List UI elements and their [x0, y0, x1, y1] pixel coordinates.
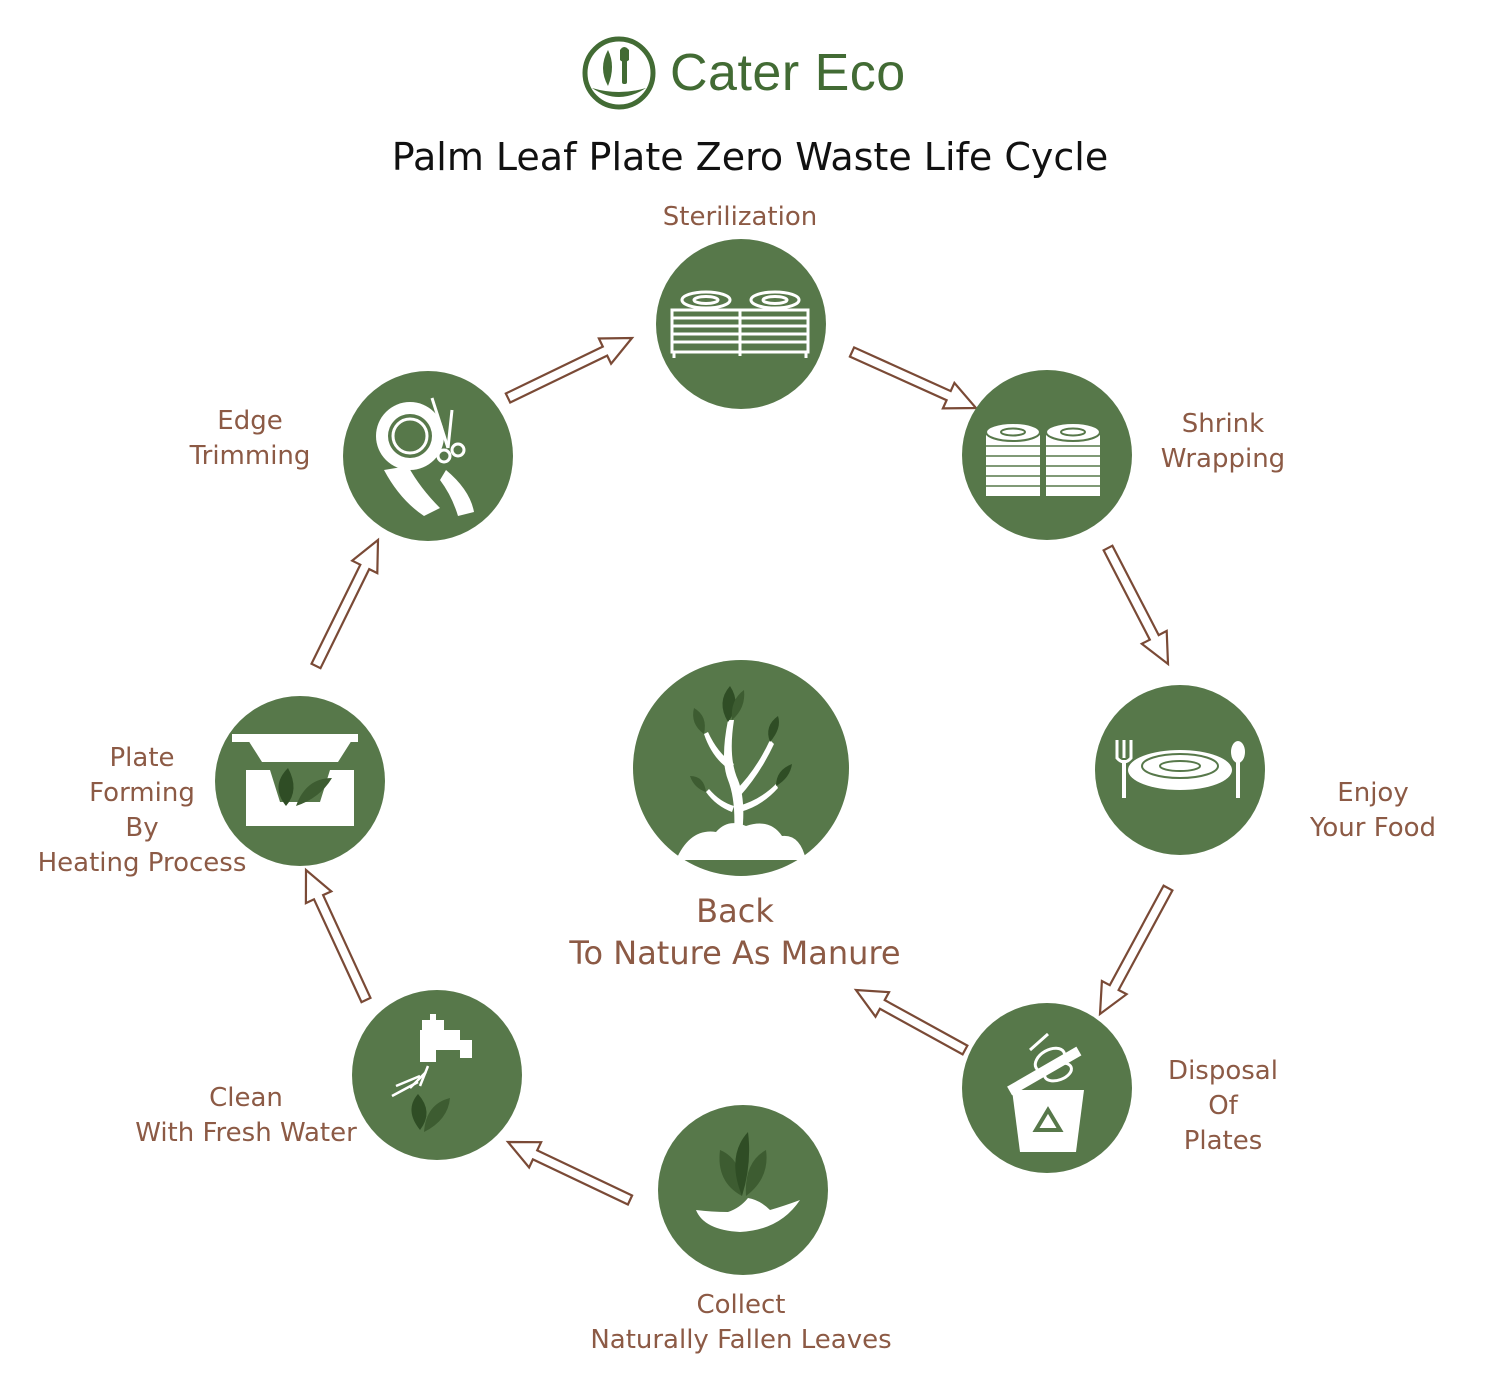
step-label-edge-trimming: Edge Trimming	[189, 406, 311, 471]
center-node-back-to-nature	[633, 660, 849, 876]
step-node-clean-with-water	[352, 990, 522, 1160]
arrow-collect-to-clean	[505, 1140, 634, 1206]
step-label-collect-leaves: Collect Naturally Fallen Leaves	[590, 1290, 892, 1355]
water-tap-icon	[391, 1014, 472, 1132]
arrow-clean-to-plate-forming	[304, 867, 372, 1004]
arrow-enjoy-food-to-disposal	[1098, 884, 1174, 1017]
arrow-disposal-to-center	[853, 988, 969, 1056]
step-node-enjoy-your-food	[1095, 685, 1265, 855]
arrow-edge-trimming-to-sterilization	[504, 336, 635, 404]
shrink-wrapped-stacks-icon	[985, 422, 1101, 496]
step-label-enjoy-your-food: Enjoy Your Food	[1309, 778, 1437, 843]
brand-header: Cater Eco	[582, 36, 906, 110]
step-label-clean-with-water: Clean With Fresh Water	[135, 1083, 357, 1148]
sapling-in-soil-icon	[676, 686, 806, 860]
hand-holding-leaf-icon	[696, 1132, 800, 1232]
step-node-shrink-wrapping	[962, 370, 1132, 540]
step-node-plate-forming	[215, 696, 385, 866]
step-label-plate-forming: Plate Forming By Heating Process	[37, 743, 247, 878]
step-node-collect-leaves	[658, 1105, 828, 1275]
step-label-shrink-wrapping: Shrink Wrapping	[1160, 409, 1286, 474]
arrow-sterilization-to-shrink-wrapping	[848, 345, 979, 410]
step-label-sterilization: Sterilization	[662, 202, 818, 232]
recycle-bin-icon	[1007, 1032, 1084, 1152]
arrow-plate-forming-to-edge-trimming	[310, 537, 380, 670]
center-label-back-to-nature: Back To Nature As Manure	[569, 892, 901, 972]
page-title: Palm Leaf Plate Zero Waste Life Cycle	[391, 135, 1109, 180]
step-node-edge-trimming	[343, 371, 513, 541]
brand-name: Cater Eco	[670, 44, 906, 102]
arrow-shrink-wrapping-to-enjoy-food	[1102, 544, 1170, 667]
scissors-trimming-icon	[376, 397, 474, 516]
heat-press-mold-icon	[232, 734, 358, 826]
cater-eco-logo-icon	[582, 36, 656, 110]
step-node-sterilization	[656, 239, 826, 409]
plate-fork-spoon-icon	[1115, 740, 1245, 798]
step-node-disposal-of-plates	[962, 1003, 1132, 1173]
step-label-disposal-of-plates: Disposal Of Plates	[1168, 1056, 1278, 1156]
cycle-arrows	[304, 336, 1174, 1206]
sterilization-racks-icon	[670, 290, 810, 358]
